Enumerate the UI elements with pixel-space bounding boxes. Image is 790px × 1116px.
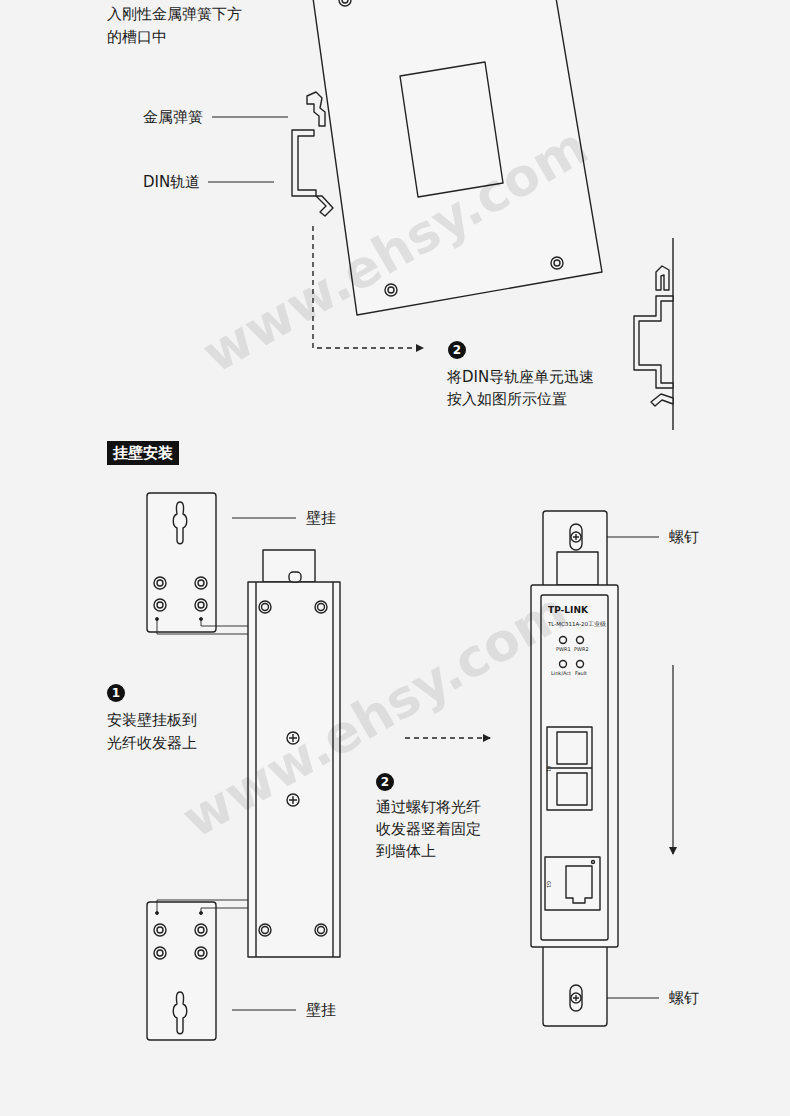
leader-line-part xyxy=(212,117,288,118)
wall-plate-part xyxy=(154,947,166,959)
wall-plate-part xyxy=(157,580,163,586)
callout-number: 2 xyxy=(448,341,466,359)
leader-line-part xyxy=(232,1010,296,1011)
section-header: 挂壁安装 xyxy=(107,441,179,465)
din-rail-right-part xyxy=(656,266,669,290)
transceiver-front-part xyxy=(547,767,592,768)
wall-plate-part xyxy=(147,493,216,632)
leader-line-part xyxy=(208,182,274,183)
transceiver-side-part xyxy=(315,601,327,613)
wall-plate-part xyxy=(157,602,163,608)
transceiver-front-part xyxy=(573,995,579,1001)
port-label: G1 xyxy=(546,881,552,888)
wall-plate-part xyxy=(195,924,207,936)
part-label: DIN轨道 xyxy=(143,173,200,191)
led-label: PWR2 xyxy=(574,646,589,652)
part-label: 壁挂 xyxy=(306,509,336,527)
led-label: PWR1 xyxy=(556,646,571,652)
wall-plate-part xyxy=(195,947,207,959)
callout-digit: 2 xyxy=(453,343,461,357)
led-label: Fault xyxy=(575,670,587,676)
transceiver-front-part xyxy=(560,661,567,668)
leader-line-part xyxy=(232,518,296,519)
transceiver-front-part xyxy=(571,993,581,1003)
transceiver-front-part xyxy=(570,985,582,1011)
watermark: www.ehsy.com xyxy=(172,581,577,850)
transceiver-front-part xyxy=(570,524,582,550)
transceiver-side-part xyxy=(263,550,315,582)
wall-plate xyxy=(147,493,216,1040)
wall-plate-part xyxy=(147,902,216,1040)
wall-plate-part xyxy=(157,950,163,956)
transceiver-front-part xyxy=(571,532,581,542)
wall-plate-part xyxy=(195,577,207,589)
wall-plate-part xyxy=(195,599,207,611)
transceiver-side-part xyxy=(289,572,301,582)
transceiver-side-part xyxy=(318,604,325,611)
wall-plate-part xyxy=(198,927,204,933)
transceiver-front-part xyxy=(573,534,579,540)
part-label: 螺钉 xyxy=(669,989,699,1007)
din-panel-part xyxy=(342,0,348,3)
din-rail-left-part xyxy=(292,130,316,196)
din-panel-part xyxy=(554,260,560,266)
part-label: 金属弹簧 xyxy=(143,108,203,126)
transceiver-front-part xyxy=(547,727,592,810)
din-panel-part xyxy=(339,0,351,6)
din-rail-left xyxy=(292,92,333,216)
din-rail-left-part xyxy=(316,196,333,216)
led-label: Link/Act xyxy=(551,670,571,676)
callout-number: 1 xyxy=(107,684,125,702)
din-rail-right-part xyxy=(634,296,673,388)
transceiver-front-part xyxy=(557,732,587,764)
motion-arrow xyxy=(313,226,673,854)
transceiver-side-part xyxy=(315,924,327,936)
callout-digit: 1 xyxy=(112,686,120,700)
part-label: 螺钉 xyxy=(669,528,699,546)
motion-arrow-part xyxy=(405,737,490,738)
transceiver-front-part xyxy=(566,866,592,903)
part-label: 壁挂 xyxy=(306,1001,336,1019)
transceiver-front-part xyxy=(557,773,587,805)
transceiver-side-part xyxy=(259,924,271,936)
transceiver-front-part xyxy=(592,861,595,864)
wall-plate-part xyxy=(173,992,187,1034)
transceiver-front-part xyxy=(577,661,584,668)
wall-plate-part xyxy=(154,924,166,936)
callout-number: 2 xyxy=(376,773,394,791)
transceiver-side-part xyxy=(318,927,325,934)
motion-arrow-part xyxy=(672,665,673,854)
transceiver-side-part xyxy=(262,927,269,934)
step-text: 安装壁挂板到 光纤收发器上 xyxy=(107,709,227,755)
note-text: 入刚性金属弹簧下方 的槽口中 xyxy=(107,3,257,49)
wall-plate-part xyxy=(173,502,187,544)
port-label: F1 xyxy=(546,766,552,772)
step-text: 将DIN导轨座单元迅速 按入如图所示位置 xyxy=(447,366,622,410)
wall-plate-part xyxy=(154,599,166,611)
transceiver-front-part xyxy=(577,637,584,644)
transceiver-side-part xyxy=(259,601,271,613)
din-rail-right-part xyxy=(651,394,673,406)
wall-plate-part xyxy=(154,577,166,589)
wall-plate-part xyxy=(198,580,204,586)
step-text: 通过螺钉将光纤 收发器竖着固定 到墙体上 xyxy=(376,796,496,862)
wall-plate-part xyxy=(198,950,204,956)
callout-digit: 2 xyxy=(381,775,389,789)
transceiver-front-part xyxy=(545,857,600,910)
transceiver-front-part xyxy=(557,552,598,585)
din-rail-left-part xyxy=(307,92,325,126)
din-rail-right xyxy=(634,238,673,430)
din-panel-part xyxy=(551,257,563,269)
transceiver-side-part xyxy=(262,604,269,611)
wall-plate-part xyxy=(157,927,163,933)
header-text: 挂壁安装 xyxy=(113,444,173,462)
wall-plate-part xyxy=(198,602,204,608)
